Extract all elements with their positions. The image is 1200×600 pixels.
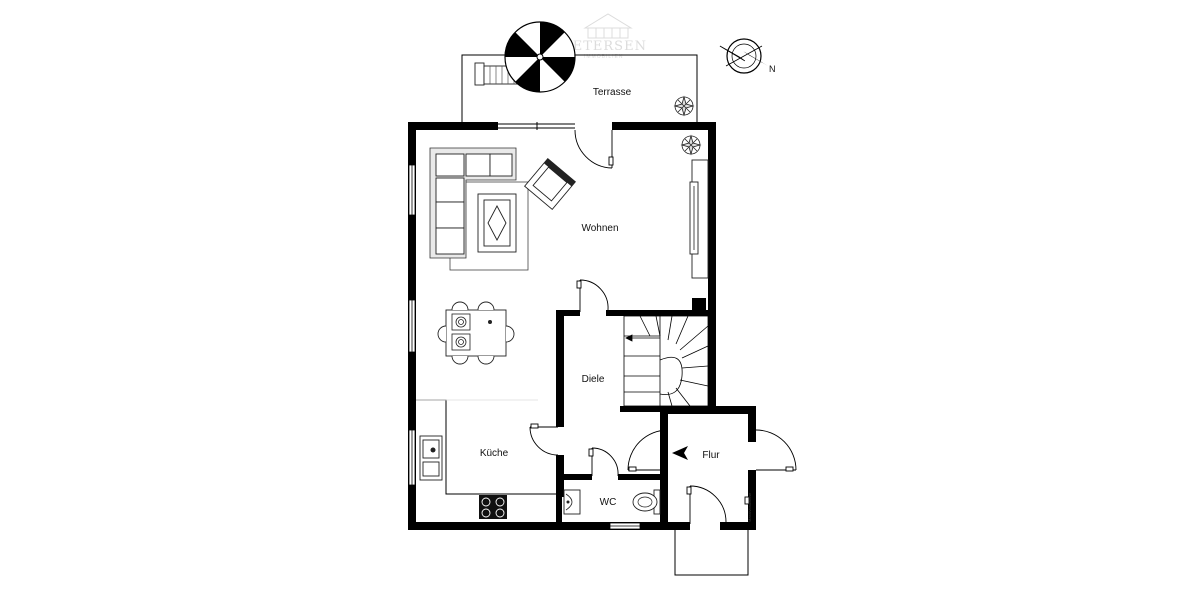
compass-icon <box>719 38 769 74</box>
compass-north-label: N <box>769 64 776 74</box>
toilet-icon <box>632 489 661 515</box>
wall-annotation: Massivbauweise <box>747 492 752 522</box>
plant-icon <box>680 134 702 156</box>
house-logo-icon <box>583 13 633 39</box>
entrance-landing <box>674 530 749 576</box>
room-label-wc: WC <box>600 497 617 508</box>
sofa-icon <box>429 147 517 259</box>
staircase <box>623 315 709 407</box>
plant-icon <box>673 95 695 117</box>
parasol-icon <box>504 21 576 93</box>
wc-fixtures <box>563 489 661 515</box>
living-furniture <box>429 134 709 279</box>
room-label-wohnen: Wohnen <box>581 223 618 234</box>
room-label-terrasse: Terrasse <box>593 87 632 98</box>
room-label-kueche: Küche <box>480 448 509 459</box>
terrace: Terrasse <box>461 21 698 124</box>
room-label-diele: Diele <box>582 374 605 385</box>
brand-name: PETERSEN <box>563 39 647 54</box>
doors <box>529 129 797 524</box>
dining-set <box>437 301 515 365</box>
room-label-flur: Flur <box>702 450 720 461</box>
armchair-icon <box>524 158 576 210</box>
washbasin-icon <box>563 489 581 515</box>
brand-subtitle: IMMOBILIEN <box>584 54 623 60</box>
windows <box>408 164 641 530</box>
entrance-arrow-icon <box>672 446 688 460</box>
kitchen <box>416 399 558 519</box>
brand-watermark: PETERSEN IMMOBILIEN <box>563 13 647 60</box>
coffee-table-icon <box>477 193 517 253</box>
sink-icon <box>419 435 443 481</box>
tv-sideboard-icon <box>689 159 709 279</box>
interior-walls <box>556 298 716 530</box>
cooktop-icon <box>479 495 507 519</box>
